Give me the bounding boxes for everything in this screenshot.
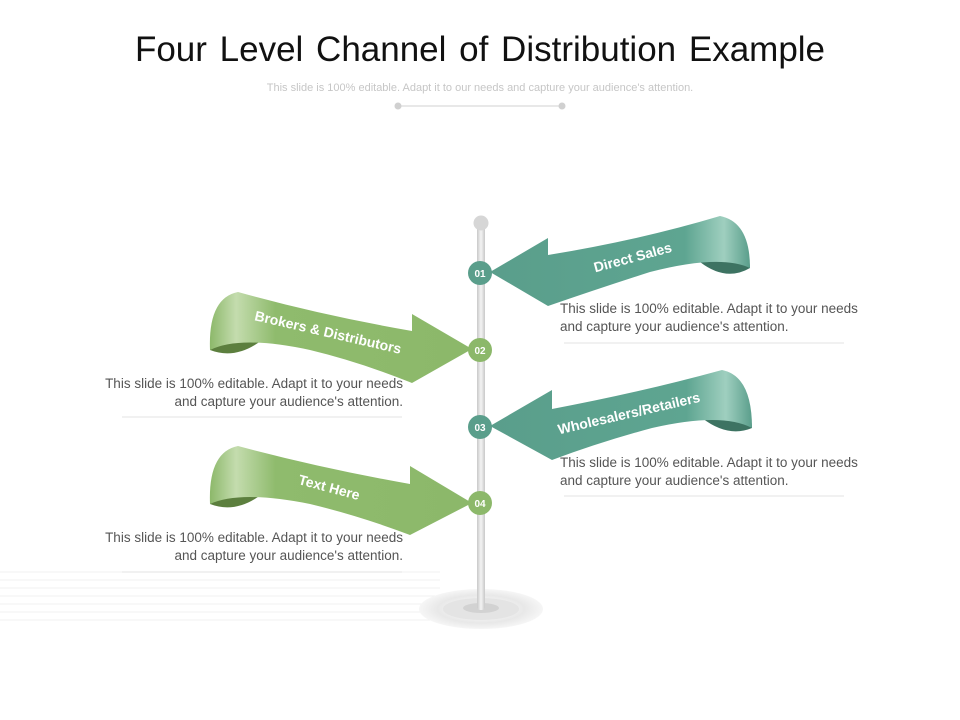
description-direct-sales: This slide is 100% editable. Adapt it to… — [560, 301, 858, 334]
description-underlines — [122, 342, 844, 573]
description-brokers-distributors: This slide is 100% editable. Adapt it to… — [105, 376, 403, 409]
description-text-here: This slide is 100% editable. Adapt it to… — [105, 530, 403, 563]
badge-number-02: 02 — [474, 346, 486, 357]
page-subtitle: This slide is 100% editable. Adapt it to… — [266, 82, 694, 94]
badge-01: 01 — [468, 261, 492, 285]
subtitle-divider — [394, 102, 566, 110]
badge-04: 04 — [468, 491, 492, 515]
ribbon-direct-sales — [490, 216, 750, 306]
ribbon-brokers-distributors — [209, 292, 472, 383]
ribbon-wholesalers-retailers — [490, 370, 752, 460]
badge-number-03: 03 — [474, 423, 486, 434]
ribbon-text-here — [209, 446, 472, 535]
description-wholesalers-retailers: This slide is 100% editable. Adapt it to… — [560, 455, 858, 488]
badge-02: 02 — [468, 338, 492, 362]
floor-stripes — [0, 571, 440, 621]
badge-number-01: 01 — [474, 269, 486, 280]
badge-03: 03 — [468, 415, 492, 439]
badge-number-04: 04 — [474, 499, 486, 510]
page-title: Four Level Channel of Distribution Examp… — [134, 30, 826, 69]
